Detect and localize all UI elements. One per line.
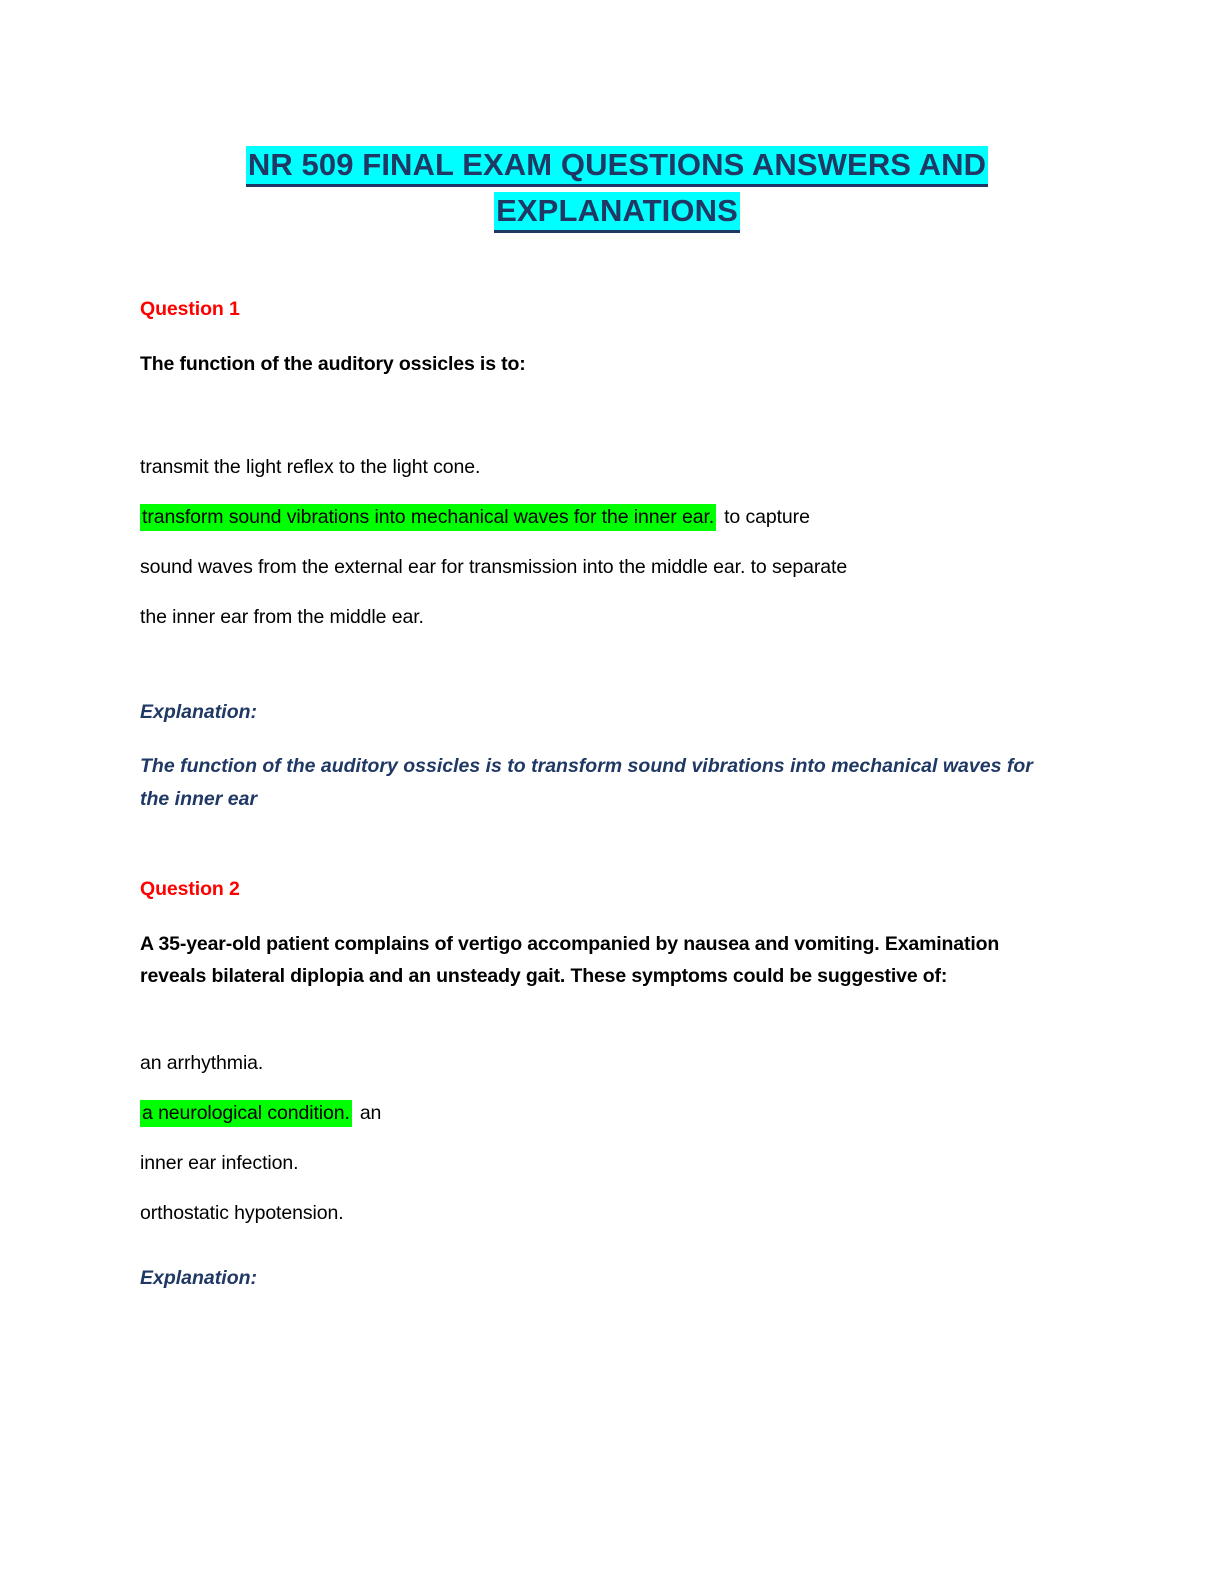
question-1-option-3[interactable]: sound waves from the external ear for tr… xyxy=(140,542,1070,592)
question-1-option-1[interactable]: transmit the light reflex to the light c… xyxy=(140,442,1070,492)
option-text-highlighted: a neurological condition. xyxy=(140,1100,352,1127)
page-title-line-1: NR 509 FINAL EXAM QUESTIONS ANSWERS AND xyxy=(245,146,989,187)
page-title: NR 509 FINAL EXAM QUESTIONS ANSWERS AND E… xyxy=(172,0,1062,234)
option-text: transmit the light reflex to the light c… xyxy=(140,456,481,478)
page-title-line-2: EXPLANATIONS xyxy=(494,192,740,233)
question-1-explanation-text: The function of the auditory ossicles is… xyxy=(140,755,1033,810)
option-trailing-text: an xyxy=(359,1102,382,1124)
question-1-option-4[interactable]: the inner ear from the middle ear. xyxy=(140,592,1070,642)
question-2-option-3[interactable]: inner ear infection. xyxy=(140,1138,1070,1188)
question-2-option-4[interactable]: orthostatic hypotension. xyxy=(140,1188,1070,1238)
document-content: NR 509 FINAL EXAM QUESTIONS ANSWERS AND E… xyxy=(140,0,1070,1290)
question-2-explanation-label: Explanation: xyxy=(140,1267,258,1289)
option-text: inner ear infection. xyxy=(140,1152,299,1174)
question-2-prompt: A 35-year-old patient complains of verti… xyxy=(140,933,1000,987)
question-1-option-2[interactable]: transform sound vibrations into mechanic… xyxy=(140,492,1070,542)
option-trailing-text: to capture xyxy=(724,506,810,528)
question-2-option-2[interactable]: a neurological condition. an xyxy=(140,1088,1070,1138)
option-text-highlighted: transform sound vibrations into mechanic… xyxy=(140,504,717,531)
question-2-option-1[interactable]: an arrhythmia. xyxy=(140,1038,1070,1088)
question-2-label: Question 2 xyxy=(140,878,240,900)
question-1-label: Question 1 xyxy=(140,298,240,320)
option-text: an arrhythmia. xyxy=(140,1052,264,1074)
option-text: orthostatic hypotension. xyxy=(140,1202,344,1224)
question-1-explanation-label: Explanation: xyxy=(140,701,258,723)
option-text: the inner ear from the middle ear. xyxy=(140,606,424,628)
question-1-prompt: The function of the auditory ossicles is… xyxy=(140,353,526,375)
option-text: sound waves from the external ear for tr… xyxy=(140,556,848,578)
